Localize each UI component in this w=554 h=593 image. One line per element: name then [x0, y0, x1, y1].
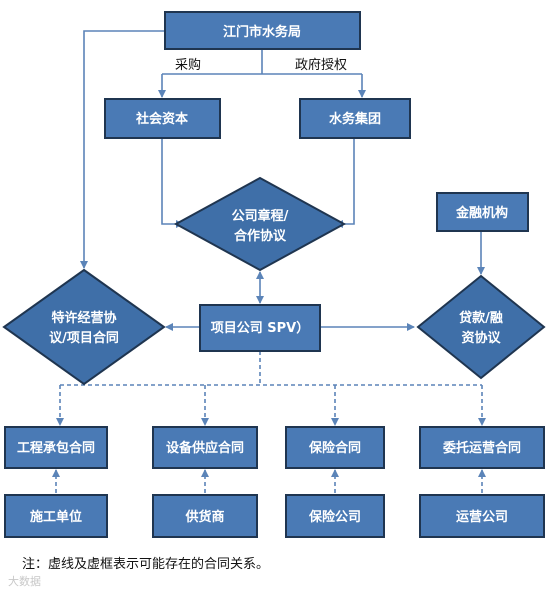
- node-supplier-label: 供货商: [184, 509, 224, 525]
- node-loan-line2: 资协议: [461, 330, 501, 346]
- node-epc-contract: 工程承包合同: [4, 426, 108, 469]
- label-procurement: 采购: [175, 57, 201, 73]
- node-spv-label: 项目公司 SPV）: [211, 320, 309, 336]
- node-water-group: 水务集团: [299, 98, 411, 139]
- node-financial-institution-label: 金融机构: [455, 205, 508, 221]
- watermark: 大数据: [8, 575, 41, 588]
- node-concession-line1: 特许经营协: [51, 310, 116, 326]
- node-concession-line2: 议/项目合同: [49, 330, 119, 346]
- arrow-social-capital-to-articles: [161, 138, 184, 228]
- node-om-contract-label: 委托运营合同: [442, 440, 521, 456]
- node-social-capital: 社会资本: [104, 98, 221, 139]
- node-loan-agreement: 贷款/融 资协议: [416, 274, 546, 380]
- arrow-bureau-to-concession: [80, 30, 165, 269]
- label-authorization: 政府授权: [295, 57, 347, 73]
- node-loan-line1: 贷款/融: [459, 310, 503, 326]
- node-water-bureau-label: 江门市水务局: [223, 24, 301, 40]
- node-epc-contract-label: 工程承包合同: [17, 440, 95, 456]
- node-concession-agreement: 特许经营协 议/项目合同: [2, 268, 166, 386]
- node-operator-label: 运营公司: [456, 509, 508, 525]
- node-social-capital-label: 社会资本: [135, 111, 188, 127]
- dashed-spv-down: [60, 351, 482, 386]
- node-equipment-contract: 设备供应合同: [152, 426, 258, 469]
- node-water-bureau: 江门市水务局: [164, 11, 361, 50]
- node-articles-line2: 合作协议: [234, 228, 287, 244]
- node-spv: 项目公司 SPV）: [199, 304, 321, 352]
- node-water-group-label: 水务集团: [329, 111, 381, 127]
- node-insurance-contract-label: 保险合同: [308, 440, 361, 456]
- node-equipment-contract-label: 设备供应合同: [166, 440, 244, 456]
- arrow-water-group-to-articles: [335, 138, 355, 228]
- node-supplier: 供货商: [152, 494, 258, 538]
- connector-bureau-split: [162, 49, 362, 75]
- node-om-contract: 委托运营合同: [419, 426, 545, 469]
- node-articles-agreement: 公司章程/ 合作协议: [173, 176, 347, 272]
- node-insurance-contract: 保险合同: [285, 426, 385, 469]
- node-financial-institution: 金融机构: [436, 192, 529, 232]
- node-contractor: 施工单位: [4, 494, 108, 538]
- node-articles-line1: 公司章程/: [232, 208, 289, 224]
- node-insurer-label: 保险公司: [308, 509, 361, 525]
- diagram-note: 注：虚线及虚框表示可能存在的合同关系。: [22, 557, 270, 572]
- node-insurer: 保险公司: [285, 494, 385, 538]
- node-operator: 运营公司: [419, 494, 545, 538]
- node-contractor-label: 施工单位: [30, 509, 82, 525]
